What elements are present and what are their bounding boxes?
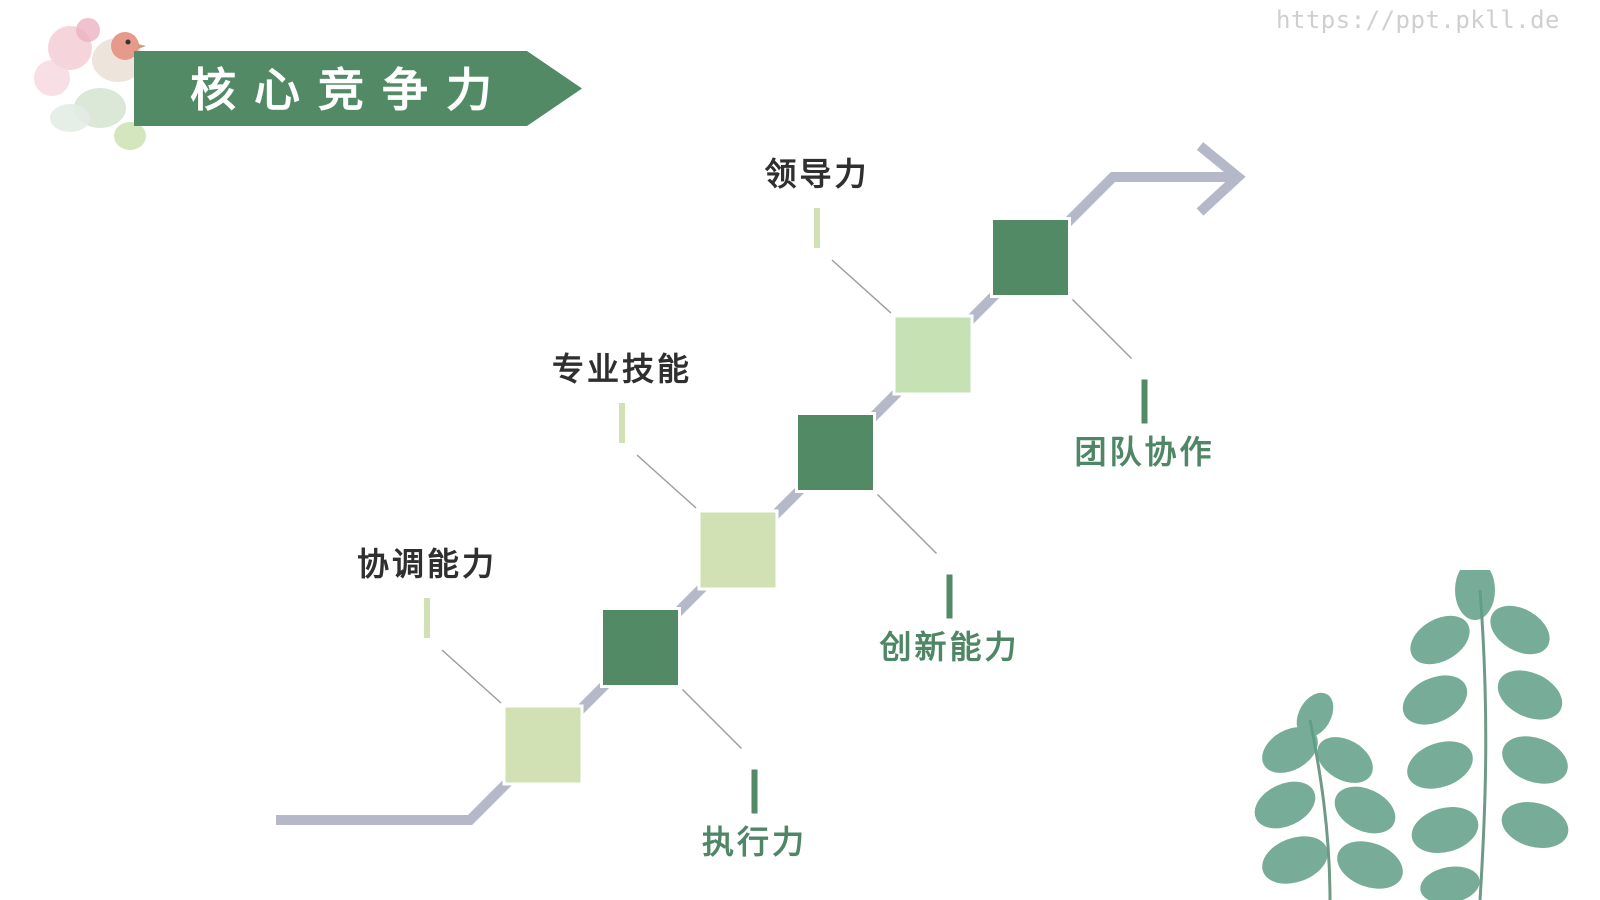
- bird-flower-icon: [34, 18, 154, 150]
- step-bar: [1141, 379, 1148, 424]
- step-bar: [424, 598, 430, 638]
- step-label: 团队协作: [1074, 432, 1215, 471]
- step-square: [990, 217, 1071, 298]
- step-square: [892, 314, 974, 396]
- step-square: [600, 607, 681, 688]
- eucalyptus-leaves-icon: [1254, 570, 1569, 900]
- step-label: 创新能力: [879, 627, 1020, 666]
- arrow-right-icon: [1196, 142, 1246, 216]
- step-label: 领导力: [764, 155, 870, 193]
- step-label: 执行力: [701, 822, 807, 861]
- step-bar: [751, 769, 758, 814]
- step-connector: [1071, 298, 1133, 360]
- step-connector: [636, 454, 697, 509]
- watermark-text: https://ppt.pkll.de: [1275, 6, 1560, 34]
- step-label: 协调能力: [356, 545, 497, 583]
- title-banner: [134, 51, 582, 126]
- staircase-path: [276, 172, 1238, 825]
- page-title: 核心竞争力: [190, 63, 510, 117]
- step-bar: [946, 574, 953, 619]
- step-label: 专业技能: [551, 350, 692, 388]
- step-square: [502, 704, 584, 786]
- step-connector: [876, 493, 938, 555]
- step-connector: [441, 649, 502, 704]
- step-square: [795, 412, 876, 493]
- step-connector: [831, 259, 892, 314]
- step-bar: [619, 403, 625, 443]
- step-square: [697, 509, 779, 591]
- step-bar: [814, 208, 820, 248]
- step-connector: [681, 688, 743, 750]
